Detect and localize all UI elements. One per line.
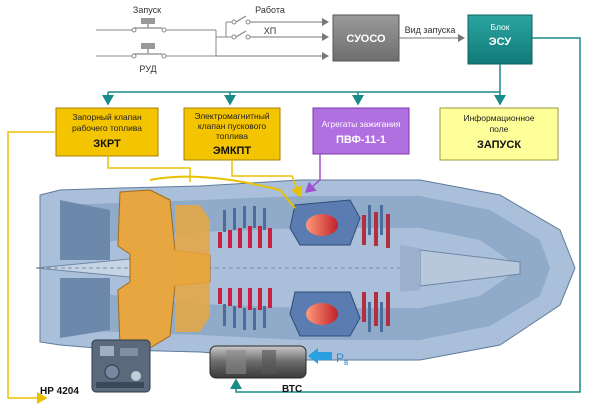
emkpt-line2: клапан пускового [198,121,266,131]
start-switch-label: Запуск [133,5,161,15]
engine-cross-section [35,175,576,361]
zkrt-line1: Запорный клапан [72,112,142,122]
vts-label: ВТС [282,384,302,395]
start-type-label: Вид запуска [405,25,456,35]
pvf-name: ПВФ-11-1 [336,134,386,146]
suoso-box: СУОСО [332,14,400,62]
suoso-label: СУОСО [346,33,386,45]
emkpt-line1: Электромагнитный [194,111,269,121]
info-line1: Информационное [463,113,534,123]
work-switch-label: Работа [255,5,285,15]
hp-switch-label: ХП [264,26,276,36]
zkrt-name: ЗКРТ [93,138,121,150]
hp4204-label: НР 4204 [40,386,79,397]
esu-line2: ЭСУ [489,36,512,48]
start-button-cap [141,18,155,24]
rud-switch-label: РУД [139,64,156,74]
zkrt-box: Запорный клапан рабочего топлива ЗКРТ [55,107,159,157]
esu-to-vts-line [230,37,581,393]
rud-button-cap [141,43,155,49]
info-name: ЗАПУСК [477,139,521,151]
esu-box: Блок ЭСУ [467,14,533,65]
pv-label: Pв [336,351,348,367]
pv-air-arrow [308,348,332,364]
zkrt-line2: рабочего топлива [72,123,142,133]
pvf-line1: Агрегаты зажигания [322,119,401,129]
info-line2: поле [490,124,509,134]
hp4204-pump [91,339,151,393]
pvf-box: Агрегаты зажигания ПВФ-11-1 [312,107,410,155]
info-box: Информационное поле ЗАПУСК [439,107,559,161]
emkpt-name: ЭМКПТ [213,145,252,157]
pvf-to-igniter-line [304,154,321,193]
zkrt-to-hp-line [7,131,56,404]
switch-panel: Запуск РУД Работа ХП [96,5,329,74]
vts-starter [209,345,307,379]
emkpt-box: Электромагнитный клапан пускового топлив… [183,107,281,161]
emkpt-line3: топлива [216,131,248,141]
esu-line1: Блок [491,22,510,32]
emkpt-to-engine-line [231,160,303,198]
